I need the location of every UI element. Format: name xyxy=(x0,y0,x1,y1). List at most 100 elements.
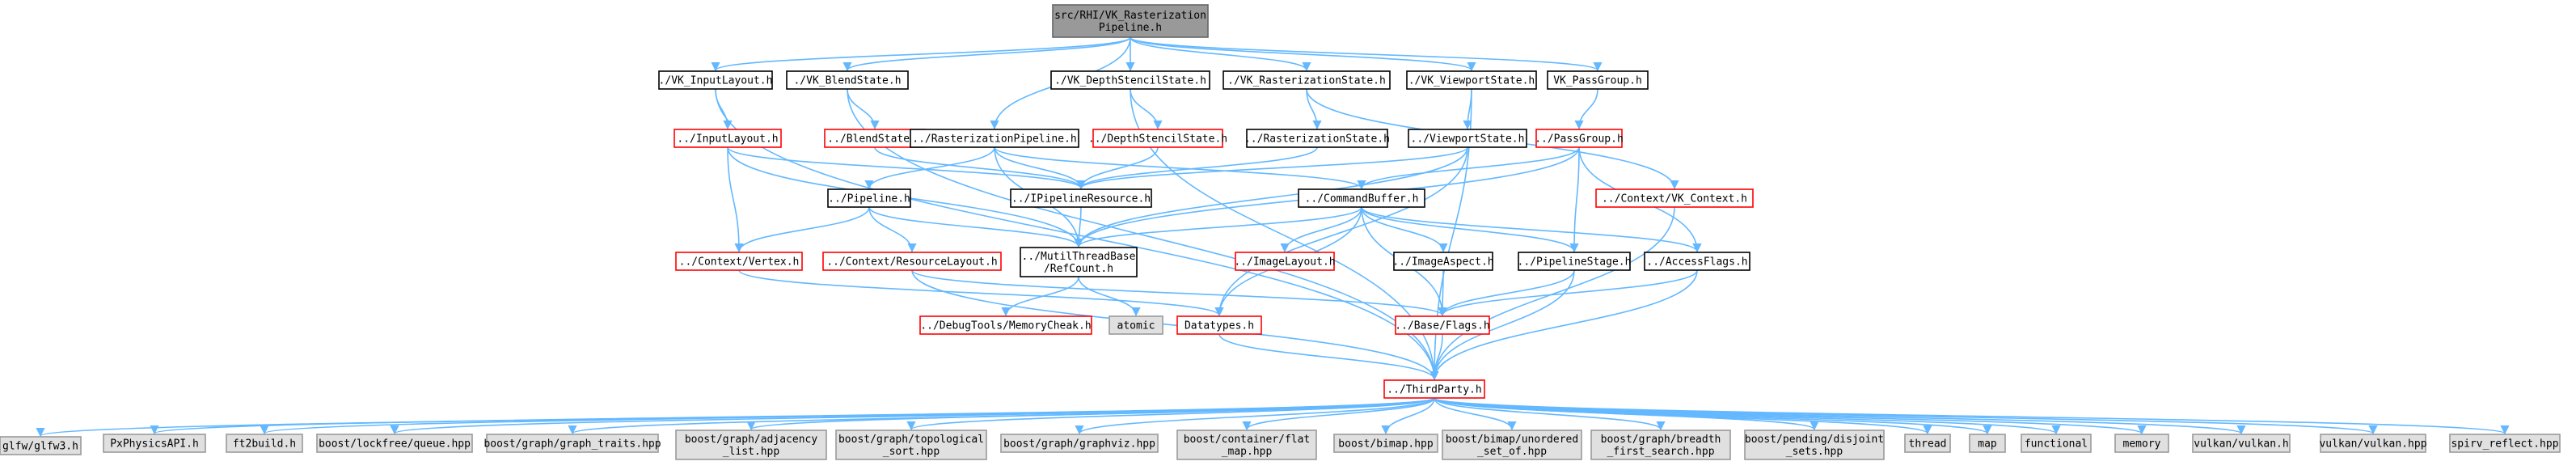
node-box xyxy=(1235,252,1335,271)
node-box xyxy=(910,129,1079,148)
edge-datatypes-to-thirdparty xyxy=(1218,333,1439,381)
node-graph_traits[interactable]: boost/graph/graph_traits.hpp xyxy=(484,434,661,453)
node-thirdparty[interactable]: ../ThirdParty.h xyxy=(1383,379,1485,399)
edge-accessflags-to-thirdparty xyxy=(1429,269,1698,381)
node-physx[interactable]: PxPhysicsAPI.h xyxy=(103,434,206,453)
node-lockfree[interactable]: boost/lockfree/queue.hpp xyxy=(316,434,473,453)
node-rasterstate[interactable]: ../RasterizationState.h xyxy=(1244,129,1390,148)
node-adjacency[interactable]: boost/graph/adjacency_list.hpp xyxy=(675,430,827,460)
node-flat_map[interactable]: boost/container/flat_map.hpp xyxy=(1176,430,1317,460)
node-vk_rasterstate[interactable]: ./VK_RasterizationState.h xyxy=(1223,70,1391,90)
node-box xyxy=(1442,430,1582,460)
node-vulkan_h[interactable]: vulkan/vulkan.h xyxy=(2192,434,2291,453)
node-imageaspect[interactable]: ../ImageAspect.h xyxy=(1392,252,1494,271)
node-label: ./VK_DepthStencilState.h xyxy=(1054,75,1206,87)
node-label: boost/graph/breadth xyxy=(1601,434,1721,446)
node-box xyxy=(1092,129,1223,148)
edge-commandbuffer-to-imageaspect xyxy=(1361,206,1448,253)
node-vk_context[interactable]: ../Context/VK_Context.h xyxy=(1595,188,1754,208)
node-label: ../PipelineStage.h xyxy=(1518,256,1632,269)
node-box xyxy=(0,436,82,455)
node-box xyxy=(1000,434,1159,453)
edge-multithreadbase-to-atomic xyxy=(1078,276,1141,317)
edge-raster_pipeline-to-commandbuffer xyxy=(994,146,1366,190)
node-memorycheck[interactable]: ../DebugTools/MemoryCheak.h xyxy=(919,315,1092,335)
node-functional[interactable]: functional xyxy=(2021,434,2092,453)
node-label: _set_of.hpp xyxy=(1477,446,1547,458)
node-base_flags[interactable]: ../Base/Flags.h xyxy=(1395,315,1490,335)
node-box xyxy=(2320,434,2426,453)
node-label: VK_PassGroup.h xyxy=(1553,75,1642,87)
node-label: ../BlendState.h xyxy=(827,133,922,146)
edge-multithreadbase-to-memorycheck xyxy=(1001,276,1079,317)
node-box xyxy=(1246,129,1388,148)
edge-root-to-vk_blendstate xyxy=(842,36,1131,72)
node-ipipelineresource[interactable]: ../IPipelineResource.h xyxy=(1010,188,1152,208)
edge-root-to-vk_passgroup xyxy=(1130,36,1603,72)
edge-rasterstate-to-ipipelineresource xyxy=(1076,146,1318,190)
edge-vk_passgroup-to-passgroup xyxy=(1574,88,1598,130)
node-vk_blendstate[interactable]: ./VK_BlendState.h xyxy=(786,70,909,90)
node-label: ../RasterizationPipeline.h xyxy=(912,133,1077,146)
node-box xyxy=(2192,434,2291,453)
node-vk_inputlayout[interactable]: ./VK_InputLayout.h xyxy=(658,70,773,90)
node-label: ../IPipelineResource.h xyxy=(1011,193,1151,205)
node-label: functional xyxy=(2025,438,2088,451)
node-label: glfw/glfw3.h xyxy=(2,441,78,453)
node-pipeline[interactable]: ../Pipeline.h xyxy=(827,188,911,208)
node-memory[interactable]: memory xyxy=(2114,434,2169,453)
node-vk_depthstencil[interactable]: ./VK_DepthStencilState.h xyxy=(1050,70,1210,90)
node-passgroup[interactable]: ../PassGroup.h xyxy=(1535,129,1624,148)
node-root[interactable]: src/RHI/VK_RasterizationPipeline.h xyxy=(1052,4,1209,38)
node-commandbuffer[interactable]: ../CommandBuffer.h xyxy=(1298,188,1425,208)
node-breadth_first[interactable]: boost/graph/breadth_first_search.hpp xyxy=(1590,430,1731,460)
node-accessflags[interactable]: ../AccessFlags.h xyxy=(1644,252,1750,271)
node-label: ../ViewportState.h xyxy=(1411,133,1525,146)
node-datatypes[interactable]: Datatypes.h xyxy=(1176,315,1262,335)
edge-context_vertex-to-datatypes xyxy=(738,269,1224,317)
node-vulkan_hpp[interactable]: vulkan/vulkan.hpp xyxy=(2319,434,2427,453)
node-box xyxy=(1052,4,1209,38)
edge-root-to-vk_rasterstate xyxy=(1130,36,1311,72)
node-disjoint_sets[interactable]: boost/pending/disjoint_sets.hpp xyxy=(1744,430,1885,460)
node-label: ../ImageAspect.h xyxy=(1392,256,1493,269)
node-bimap[interactable]: boost/bimap.hpp xyxy=(1333,434,1438,453)
node-raster_pipeline[interactable]: ../RasterizationPipeline.h xyxy=(910,129,1079,148)
edge-accessflags-to-base_flags xyxy=(1438,269,1698,317)
node-unordered_set_of[interactable]: boost/bimap/unordered_set_of.hpp xyxy=(1442,430,1582,460)
node-topological[interactable]: boost/graph/topological_sort.hpp xyxy=(835,430,987,460)
node-box xyxy=(1395,315,1490,335)
edge-thirdparty-to-thread xyxy=(1434,397,1932,435)
node-ft2build[interactable]: ft2build.h xyxy=(226,434,303,453)
node-label: ../RasterizationState.h xyxy=(1244,133,1390,146)
node-thread[interactable]: thread xyxy=(1904,434,1951,453)
node-vk_viewport[interactable]: ./VK_ViewportState.h xyxy=(1406,70,1537,90)
node-context_resourcelayout[interactable]: ../Context/ResourceLayout.h xyxy=(822,252,1002,271)
node-multithreadbase[interactable]: ../MutilThreadBase/RefCount.h xyxy=(1020,247,1138,277)
node-box xyxy=(2114,434,2169,453)
edge-passgroup-to-commandbuffer xyxy=(1357,146,1580,190)
node-pipelinestage[interactable]: ../PipelineStage.h xyxy=(1518,252,1632,271)
node-atomic[interactable]: atomic xyxy=(1109,315,1163,335)
edge-pipelinestage-to-thirdparty xyxy=(1429,269,1575,381)
node-glfw[interactable]: glfw/glfw3.h xyxy=(0,436,82,455)
node-spirv[interactable]: spirv_reflect.hpp xyxy=(2449,434,2561,453)
node-label: _sort.hpp xyxy=(883,446,940,458)
node-graphviz[interactable]: boost/graph/graphviz.hpp xyxy=(1000,434,1159,453)
node-viewportstate[interactable]: ../ViewportState.h xyxy=(1408,129,1527,148)
node-blendstate[interactable]: ../BlendState.h xyxy=(824,129,926,148)
node-label: boost/pending/disjoint xyxy=(1745,434,1884,446)
node-imagelayout[interactable]: ../ImageLayout.h xyxy=(1234,252,1336,271)
node-box xyxy=(1406,70,1537,90)
node-context_vertex[interactable]: ../Context/Vertex.h xyxy=(675,252,803,271)
edge-passgroup-to-pipelinestage xyxy=(1569,146,1580,253)
edge-inputlayout-to-context_vertex xyxy=(727,146,744,253)
node-map[interactable]: map xyxy=(1969,434,2006,453)
node-depthstencil[interactable]: ../DepthStencilState.h xyxy=(1088,129,1227,148)
node-box xyxy=(1176,315,1262,335)
node-label: src/RHI/VK_Rasterization xyxy=(1054,10,1206,22)
node-inputlayout[interactable]: ../InputLayout.h xyxy=(674,129,782,148)
node-box xyxy=(1010,188,1152,208)
node-label: boost/graph/adjacency xyxy=(685,434,818,446)
node-vk_passgroup[interactable]: VK_PassGroup.h xyxy=(1547,70,1649,90)
